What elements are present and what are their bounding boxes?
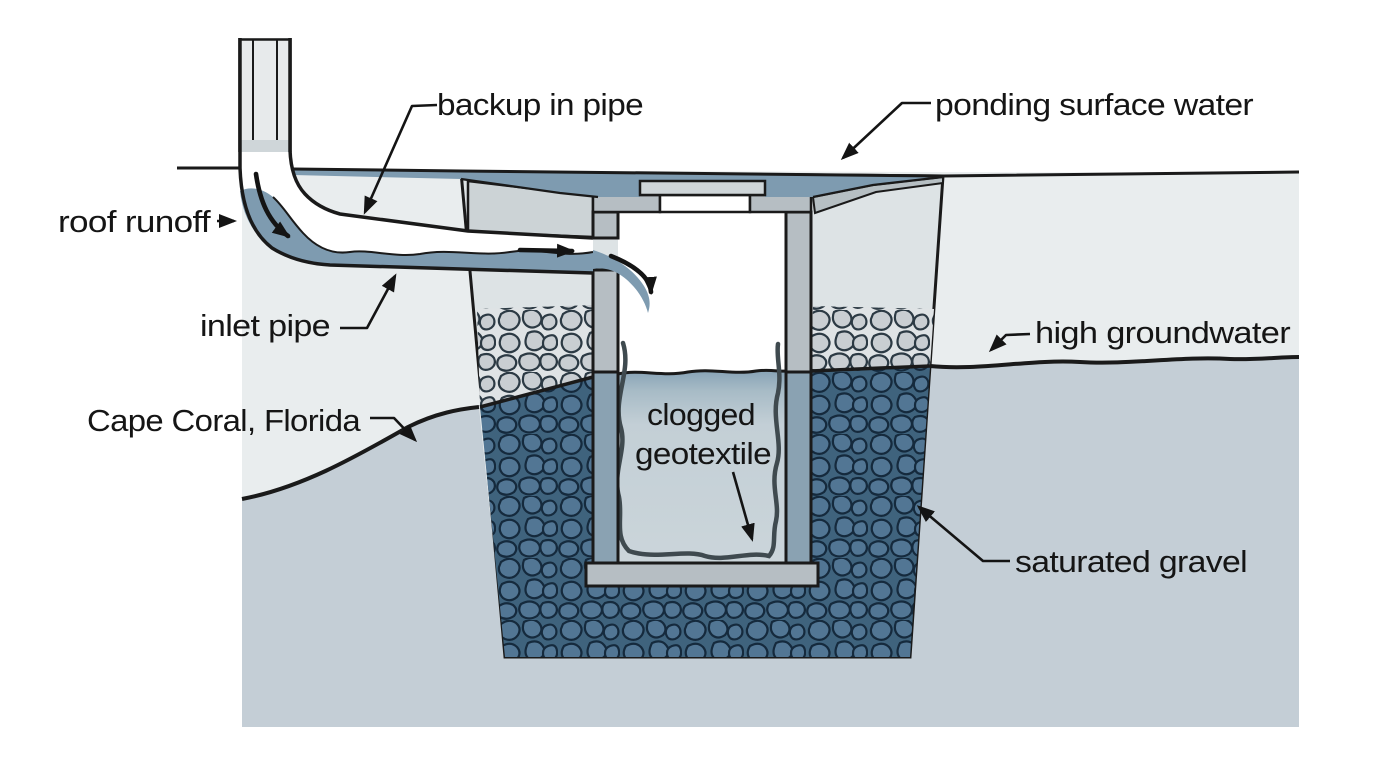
ponding-water: [293, 169, 943, 197]
label-location: Cape Coral, Florida: [87, 403, 361, 438]
watertable-line-left-gravel: [479, 375, 594, 409]
chamber-lid-right: [748, 193, 813, 214]
gravel-dry-left: [477, 305, 593, 407]
label-ponding-surface-water: ponding surface water: [935, 87, 1253, 122]
leader-clogged-geotextile: [731, 471, 755, 542]
access-cover: [638, 179, 767, 197]
labels: roof runoff backup in pipe ponding surfa…: [58, 87, 1291, 579]
chamber-water-surface-line: [617, 368, 787, 376]
chamber-wall-left-top: [591, 210, 620, 240]
label-saturated-gravel: saturated gravel: [1015, 544, 1247, 579]
label-backup-in-pipe: backup in pipe: [437, 87, 643, 122]
leader-location: [370, 416, 418, 443]
leader-inlet-pipe: [340, 273, 397, 330]
chamber-wall-right-submerged: [784, 370, 813, 565]
label-clogged-line1: clogged: [647, 397, 755, 432]
soil-saturated-zone: [242, 357, 1299, 727]
ponding-water-lower-edge: [460, 175, 944, 199]
leader-backup-in-pipe: [363, 103, 438, 215]
watertable-line-right: [929, 355, 1300, 370]
water-stream-into-chamber: [593, 250, 650, 313]
watertable-curve-left: [241, 405, 480, 501]
label-inlet-pipe: inlet pipe: [200, 308, 330, 343]
chamber-wall-left: [591, 268, 620, 374]
inlet-pipe-body: [240, 38, 593, 273]
chamber-lid-left: [591, 193, 662, 214]
chamber-wall-right: [784, 210, 813, 374]
label-clogged-line2: geotextile: [635, 436, 771, 471]
chamber-base-slab: [584, 561, 820, 588]
leader-high-groundwater: [988, 332, 1031, 353]
chamber-lid-opening: [658, 193, 752, 214]
watertable-line-right-gravel: [810, 364, 931, 373]
inlet-pipe-outer-wall: [238, 38, 594, 275]
chamber-wall-left-submerged: [591, 370, 620, 565]
inlet-pipe-inner-wall: [288, 38, 594, 240]
leader-ponding-surface-water: [840, 101, 931, 161]
geotextile-liner: [614, 340, 782, 561]
leader-saturated-gravel: [916, 505, 1010, 563]
ground-surface-line: [292, 167, 1300, 178]
label-high-groundwater: high groundwater: [1035, 315, 1290, 350]
flow-arrow-pipe: [517, 243, 575, 258]
downspout: [238, 38, 292, 152]
label-roof-runoff: roof runoff: [58, 204, 211, 239]
downspout-collar: [240, 140, 290, 152]
gravel-dry-right: [811, 306, 934, 372]
flow-arrow-elbow: [253, 171, 291, 239]
flow-arrow-into-chamber: [608, 253, 657, 295]
